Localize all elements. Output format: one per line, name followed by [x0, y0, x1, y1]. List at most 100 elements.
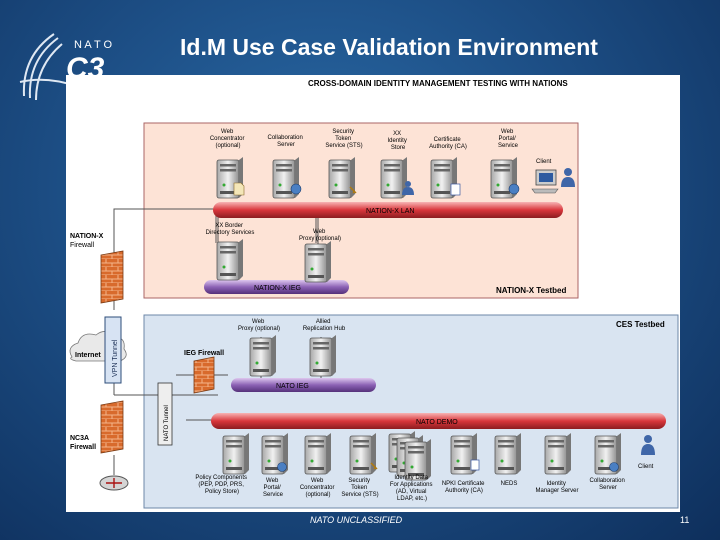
- server-label-line: Identity: [546, 481, 565, 487]
- server-label-line: XX Border: [215, 223, 243, 229]
- nation-testbed-label: NATION-X Testbed: [496, 286, 566, 295]
- server-label-line: Authority (CA): [445, 488, 483, 494]
- globe-icon: [277, 462, 287, 472]
- server-label-line: (AD, Virtual: [396, 489, 427, 495]
- server-label-line: Collaboration: [267, 135, 302, 141]
- server-label-line: Authority (CA): [429, 144, 467, 150]
- server-icon: [544, 432, 572, 475]
- server-label-line: NEDS: [501, 481, 518, 487]
- server-label-line: Concentrator: [300, 485, 335, 491]
- svg-text:Web Proxy (optional): Web Proxy (optional): [238, 319, 280, 332]
- nato-demo-bar: [211, 413, 666, 429]
- certificate-icon: [450, 183, 461, 196]
- server-label-line: XX: [393, 131, 401, 137]
- server-icon: [494, 432, 522, 475]
- nc3a-firewall-label-2: Firewall: [70, 444, 96, 451]
- server-label-line: Web: [311, 478, 324, 484]
- server-web-concentrator: Web Concentrator (optional): [210, 129, 246, 199]
- nato-tunnel: NATO Tunnel: [157, 382, 173, 446]
- server-label-line: Allied: [316, 319, 331, 325]
- server-sts: Security Token Service (STS): [325, 129, 363, 199]
- server-label-line: Directory Services: [206, 230, 255, 236]
- user-icon: [641, 444, 655, 455]
- server-label-line: (PEP, PDP, PRS,: [198, 482, 244, 488]
- svg-text:Collaboration Server: Collaboration Server: [589, 478, 626, 491]
- nation-client: Client: [531, 159, 575, 194]
- key-icon: [349, 186, 357, 194]
- ces-replication-hub: Allied Replication Hub: [303, 319, 346, 377]
- nato-ieg-bar: [231, 378, 376, 392]
- svg-text:Policy Components (PEP,: Policy Components (PEP, PDP, PRS, Policy…: [195, 475, 248, 495]
- server-label-line: Proxy (optional): [238, 326, 280, 332]
- page-number: 11: [680, 515, 690, 525]
- nation-firewall: NATION-X Firewall: [70, 233, 124, 304]
- globe-icon: [290, 183, 302, 195]
- nation-web-proxy: Web Proxy (optional): [299, 229, 341, 283]
- nation-ieg-label: NATION-X IEG: [254, 285, 301, 292]
- server-label-line: Certificate: [434, 137, 462, 143]
- footer-classification: NATO UNCLASSIFIED: [310, 515, 403, 525]
- svg-text:Web Portal/ Se: Web Portal/ Service: [498, 129, 519, 149]
- server-icon: [216, 238, 244, 281]
- nc3a-firewall: NC3A Firewall: [70, 400, 124, 454]
- svg-text:Certificate Authority: Certificate Authority (CA): [429, 137, 467, 150]
- svg-text:Web Portal/ Servic: Web Portal/ Service: [263, 478, 284, 498]
- server-label-line: Service: [498, 143, 519, 149]
- ces-web-proxy: Web Proxy (optional): [238, 319, 280, 377]
- key-icon: [370, 462, 378, 470]
- user-icon: [402, 187, 414, 195]
- svg-text:Web Proxy (optional): Web Proxy (optional): [299, 229, 341, 242]
- server-label-line: Identity Data: [394, 475, 428, 481]
- user-head-icon: [564, 168, 572, 176]
- user-icon: [561, 177, 575, 187]
- ieg-firewall-label: IEG Firewall: [184, 350, 224, 357]
- router-icon: [106, 478, 122, 488]
- nato-demo-label: NATO DEMO: [416, 419, 458, 426]
- firewall-icon: [100, 400, 124, 454]
- server-icon: [309, 334, 337, 377]
- server-label-line: Server: [599, 485, 617, 491]
- svg-text:XX Border Directory Serv: XX Border Directory Services: [206, 223, 255, 236]
- logo-nato-text: N A T O: [74, 39, 113, 51]
- ces-client-label: Client: [638, 464, 654, 470]
- server-label-line: Web: [313, 229, 326, 235]
- file-icon: [233, 182, 245, 196]
- server-label-line: Service (STS): [325, 143, 362, 149]
- server-label-line: Replication Hub: [303, 326, 346, 332]
- server-label-line: Manager Server: [535, 488, 578, 494]
- server-label-line: Token: [335, 136, 351, 142]
- svg-text:Collaboration Server: Collaboration Server: [267, 135, 304, 148]
- server-icon: [328, 156, 356, 199]
- diagram-heading: CROSS-DOMAIN IDENTITY MANAGEMENT TESTING…: [308, 79, 568, 88]
- svg-text:Web Concentrator (: Web Concentrator (optional): [300, 478, 336, 498]
- firewall-icon: [193, 356, 215, 394]
- vpn-tunnel-label: VPN Tunnel: [112, 339, 119, 377]
- server-label-line: Web: [266, 478, 279, 484]
- nation-lan-bar: [213, 202, 563, 218]
- nation-server-row: Web Concentrator (optional) Collaboratio…: [210, 129, 575, 199]
- nc3a-firewall-label-1: NC3A: [70, 435, 89, 442]
- server-label-line: Store: [391, 145, 406, 151]
- server-collaboration: Collaboration Server: [267, 135, 304, 199]
- server-label-line: NPKI Certificate: [442, 481, 485, 487]
- diagram-canvas: CROSS-DOMAIN IDENTITY MANAGEMENT TESTING…: [66, 75, 680, 512]
- svg-text:Web Concentrator: Web Concentrator (optional): [210, 129, 246, 149]
- svg-text:Security Token: Security Token Service (STS): [325, 129, 362, 149]
- server-label-line: Identity: [387, 138, 406, 144]
- user-head-icon: [405, 181, 411, 187]
- nato-tunnel-label: NATO Tunnel: [164, 405, 170, 441]
- certificate-icon: [470, 459, 480, 471]
- nato-ieg-label: NATO IEG: [276, 383, 309, 390]
- server-identity-store: XX Identity Store: [380, 131, 414, 199]
- server-icon: [249, 334, 277, 377]
- server-icon: [349, 432, 377, 475]
- nation-firewall-label-1: NATION-X: [70, 233, 104, 240]
- server-label-line: Token: [351, 485, 367, 491]
- vpn-tunnel: VPN Tunnel: [104, 316, 122, 384]
- server-label-line: Security: [348, 478, 370, 484]
- server-label-line: Policy Components: [195, 475, 247, 481]
- server-label-line: Security: [332, 129, 354, 135]
- nation-border-directory: XX Border Directory Services: [206, 223, 255, 281]
- svg-text:Identity Manager Server: Identity Manager Server: [535, 481, 578, 494]
- server-label-line: LDAP, etc.): [397, 496, 427, 502]
